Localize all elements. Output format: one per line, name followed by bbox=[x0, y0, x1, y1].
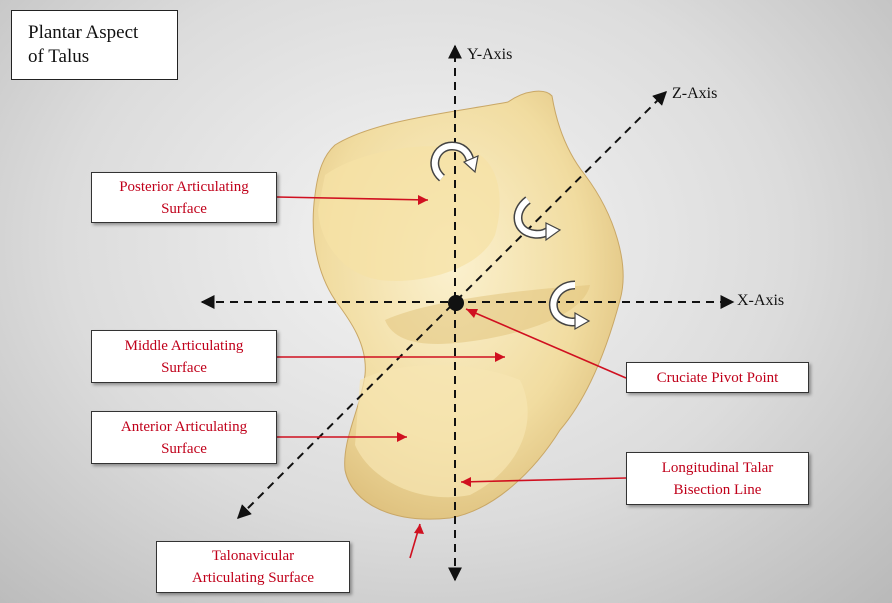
anterior-surface-label: Anterior Articulating Surface bbox=[91, 411, 277, 464]
title-line-1: Plantar Aspect bbox=[28, 21, 177, 45]
cruciate-pivot-point bbox=[448, 295, 464, 311]
middle-surface-label: Middle Articulating Surface bbox=[91, 330, 277, 383]
pivot-point-label: Cruciate Pivot Point bbox=[626, 362, 809, 393]
bisection-line-label: Longitudinal Talar Bisection Line bbox=[626, 452, 809, 505]
z-axis-label: Z-Axis bbox=[672, 85, 717, 103]
y-axis-label: Y-Axis bbox=[467, 46, 512, 64]
posterior-surface-label: Posterior Articulating Surface bbox=[91, 172, 277, 223]
talonavicular-surface-label: Talonavicular Articulating Surface bbox=[156, 541, 350, 593]
title-line-2: of Talus bbox=[28, 45, 177, 69]
x-axis-label: X-Axis bbox=[737, 292, 784, 310]
figure-title: Plantar Aspect of Talus bbox=[11, 10, 178, 80]
